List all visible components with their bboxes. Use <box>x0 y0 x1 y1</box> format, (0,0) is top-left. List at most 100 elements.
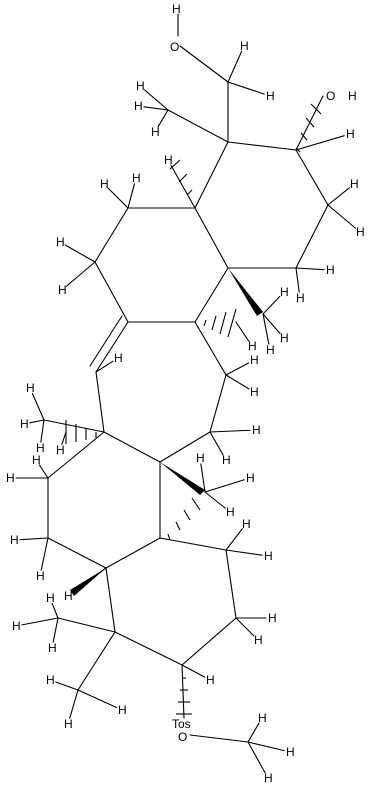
hash-bond <box>167 497 201 541</box>
bond <box>181 617 237 666</box>
hydrogen-label: H <box>250 385 259 399</box>
hydrogen-label: H <box>32 453 41 467</box>
c-h-bond <box>295 267 325 271</box>
bond <box>95 371 105 433</box>
c-h-bond <box>95 360 114 373</box>
hydrogen-label: H <box>326 263 335 277</box>
double-bond <box>95 321 129 373</box>
hydrogen-label: H <box>56 235 65 249</box>
hydrogen-label: H <box>268 611 277 625</box>
c-h-bond <box>143 106 169 111</box>
bond <box>295 204 329 269</box>
hydrogen-label: H <box>248 339 257 353</box>
c-h-bond <box>247 741 285 752</box>
hydrogen-label: H <box>132 171 141 185</box>
hydrogen-label: H <box>346 127 355 141</box>
hydrogen-label: H <box>264 549 273 563</box>
c-h-bond <box>200 463 206 493</box>
c-h-bond <box>247 722 260 743</box>
hash-bond <box>65 420 97 444</box>
heteroatom-labels: H O O H Tos O <box>170 2 357 744</box>
hydrogen-label: H <box>264 771 273 785</box>
atom-label-h: H <box>172 2 181 16</box>
hydrogen-label: H <box>240 39 249 53</box>
bond <box>194 267 229 323</box>
c-h-bond <box>209 431 224 456</box>
bond <box>159 431 211 463</box>
hydrogen-label: H <box>6 471 15 485</box>
hydrogen-label: H <box>280 285 289 299</box>
c-h-bond <box>225 528 243 551</box>
hydrogen-label: H <box>48 641 57 655</box>
hydrogen-label: H <box>46 673 55 687</box>
hydrogen-label: H <box>226 505 235 519</box>
c-h-bond <box>40 537 49 571</box>
c-h-bond <box>227 50 243 83</box>
hydrogen-label: H <box>136 79 145 93</box>
c-h-bond <box>52 617 59 643</box>
bond <box>103 431 161 463</box>
hydrogen-label: H <box>151 125 160 139</box>
hash-bond <box>203 308 237 338</box>
hydrogen-label: H <box>164 153 173 167</box>
c-h-bond <box>327 204 356 229</box>
bond <box>179 45 229 83</box>
hydrogen-label: H <box>56 443 65 457</box>
bond <box>225 549 237 619</box>
c-h-bond <box>247 741 266 774</box>
hydrogen-label: H <box>58 283 67 297</box>
hydrogen-label: H <box>350 177 359 191</box>
c-h-bond <box>38 464 49 479</box>
bond <box>295 95 324 151</box>
bond <box>57 617 116 633</box>
bond <box>43 419 105 433</box>
hydrogen-label: H <box>356 225 365 239</box>
bond <box>105 537 161 569</box>
c-h-bond <box>144 89 169 111</box>
hydrogen-label: H <box>206 673 215 687</box>
c-h-bond <box>225 362 250 376</box>
c-h-bond <box>61 431 67 445</box>
c-h-bond <box>77 689 118 709</box>
hydrogen-label: H <box>296 291 305 305</box>
bond <box>105 567 116 633</box>
c-h-bond <box>262 313 270 345</box>
hydrogen-label: H <box>286 745 295 759</box>
hydrogen-label: H <box>252 423 261 437</box>
c-h-bond <box>262 295 281 315</box>
c-h-bond <box>181 664 206 678</box>
hash-bond <box>295 103 322 153</box>
c-h-bond <box>127 183 136 209</box>
stereo-bonds <box>65 103 322 715</box>
hydrogen-label: H <box>36 441 45 455</box>
hydrogen-label: H <box>266 343 275 357</box>
c-h-bond <box>72 567 107 593</box>
bond <box>47 431 105 479</box>
c-h-bond <box>107 187 129 209</box>
bond <box>227 141 297 151</box>
hydrogen-label: H <box>12 619 21 633</box>
bond <box>194 141 229 209</box>
bond <box>209 374 227 433</box>
hydrogen-label: H <box>246 471 255 485</box>
wedge-bond <box>160 462 205 495</box>
c-h-bond <box>235 321 250 342</box>
bond <box>181 664 185 719</box>
c-h-bond <box>225 374 250 390</box>
atom-label-tos: Tos <box>172 717 191 731</box>
c-h-bond <box>69 689 79 719</box>
bond <box>114 631 183 666</box>
wedge-bond <box>228 268 263 316</box>
hydrogen-label: H <box>258 711 267 725</box>
hydrogen-label: H <box>36 569 45 583</box>
c-h-bond <box>327 187 350 206</box>
c-h-bond <box>51 603 59 619</box>
hydrogen-label: H <box>250 353 259 367</box>
atom-label-h: H <box>348 89 357 103</box>
atom-label-o: O <box>178 730 187 744</box>
c-h-bond <box>235 617 255 637</box>
c-h-bond <box>204 479 245 493</box>
bond <box>47 537 107 569</box>
